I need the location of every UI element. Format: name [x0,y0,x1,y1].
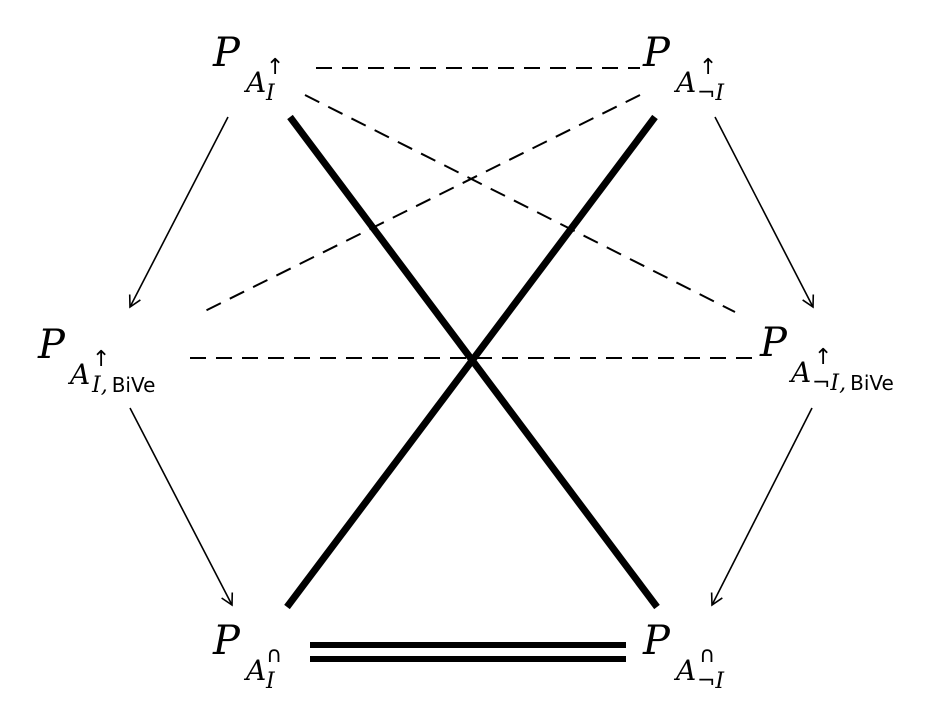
node-base: A [67,358,90,391]
node-sup: ↑ [266,55,284,80]
node-bl: P A ∩ I [212,618,282,694]
node-sup: ↑ [92,347,110,372]
node-base: A [673,654,696,687]
node-tr: P A ↑ ¬I [642,30,725,106]
node-sup: ↑ [814,345,832,370]
node-base: A [243,66,266,99]
node-main: P [212,618,241,664]
dashed-tr-ml [202,94,641,313]
node-sub: ¬I [697,669,725,694]
node-sup: ↑ [699,55,717,80]
node-sup: ∩ [266,643,282,668]
node-main: P [759,320,788,366]
node-base: A [673,66,696,99]
node-sub: I [265,81,276,106]
arrow-tl-ml [128,116,229,309]
arrow-mr-br [710,407,813,607]
node-main: P [642,30,671,76]
node-tl: P A ↑ I [212,30,284,106]
node-ml: P A ↑ I,BiVe [37,322,155,398]
node-sub: ¬I [697,81,725,106]
node-main: P [37,322,66,368]
arrow-tr-mr [714,116,815,309]
dashed-tl-mr [304,94,736,313]
node-sub: I [265,669,276,694]
node-sup: ∩ [699,643,715,668]
thick-tr-bl [284,114,658,610]
node-sub: ¬I,BiVe [812,371,894,396]
node-br: P A ∩ ¬I [642,618,725,694]
node-main: P [642,618,671,664]
node-base: A [243,654,266,687]
node-base: A [788,356,811,389]
node-sub: I,BiVe [91,373,155,398]
node-main: P [212,30,241,76]
node-mr: P A ↑ ¬I,BiVe [759,320,894,396]
arrow-ml-bl [129,407,234,607]
